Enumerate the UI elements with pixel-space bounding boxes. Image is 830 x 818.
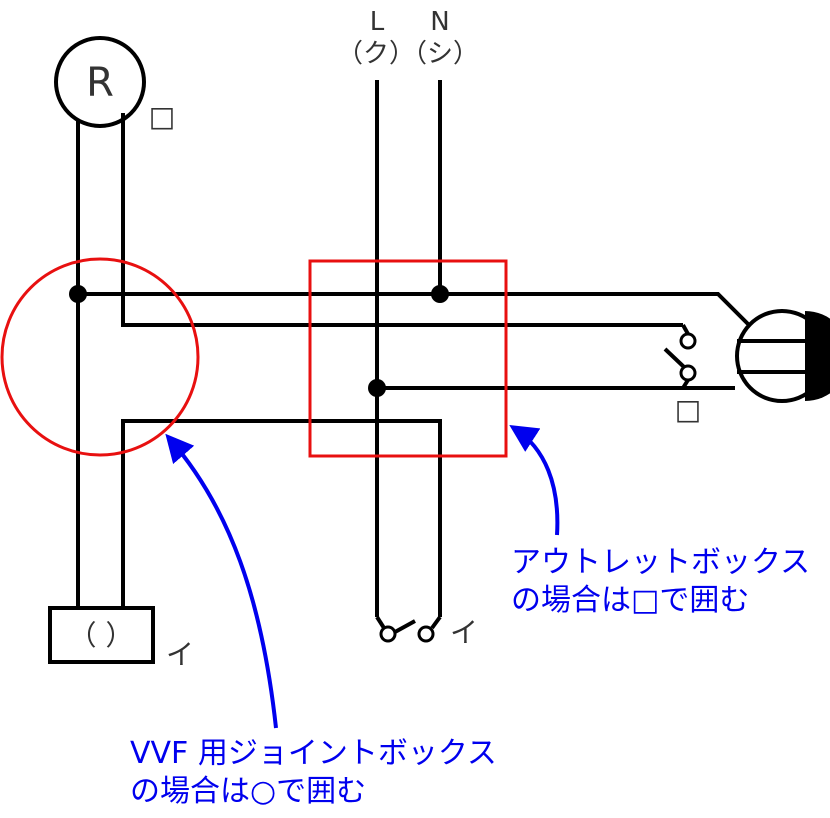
junction-dot <box>368 379 386 397</box>
wire-neutral-to-fixture <box>78 292 754 330</box>
outlet-box-note-line2: の場合は□で囲む <box>511 583 749 618</box>
left-switch-text: （ ） <box>69 619 134 652</box>
bottom-switch-symbol <box>375 615 442 643</box>
wires <box>76 80 754 617</box>
right-switch-ref: □ <box>675 393 701 426</box>
left-switch-ref: イ <box>166 638 194 671</box>
joint-box-arrow <box>165 433 278 729</box>
outlet-box-note-line1: アウトレットボックス <box>511 545 810 580</box>
outlet-box-arrow <box>509 424 560 536</box>
lamp-r-label: R <box>86 60 114 106</box>
joint-box-note-line2: の場合は○で囲む <box>130 774 366 809</box>
right-switch-symbol <box>663 324 697 390</box>
fixture-symbol <box>735 309 830 403</box>
left-switch-box <box>48 606 155 664</box>
terminal-L-sub-label: （ク） <box>337 39 415 69</box>
junction-dot <box>69 285 87 303</box>
terminal-L-label: L <box>370 7 385 37</box>
terminal-N-sub-label: （シ） <box>401 39 479 69</box>
junction-dot <box>431 285 449 303</box>
terminal-N-label: N <box>430 7 449 37</box>
lamp-r-switch-ref: □ <box>149 100 175 133</box>
joint-box-circle <box>0 257 200 457</box>
wire-left-switch-return <box>121 419 442 617</box>
wire-lamp-right-to-switch <box>121 113 683 327</box>
joint-box-note-line1: VVF 用ジョイントボックス <box>130 736 497 771</box>
outlet-box-square <box>308 259 508 458</box>
lamp-r-symbol <box>54 36 146 128</box>
bottom-switch-ref: イ <box>450 616 478 649</box>
